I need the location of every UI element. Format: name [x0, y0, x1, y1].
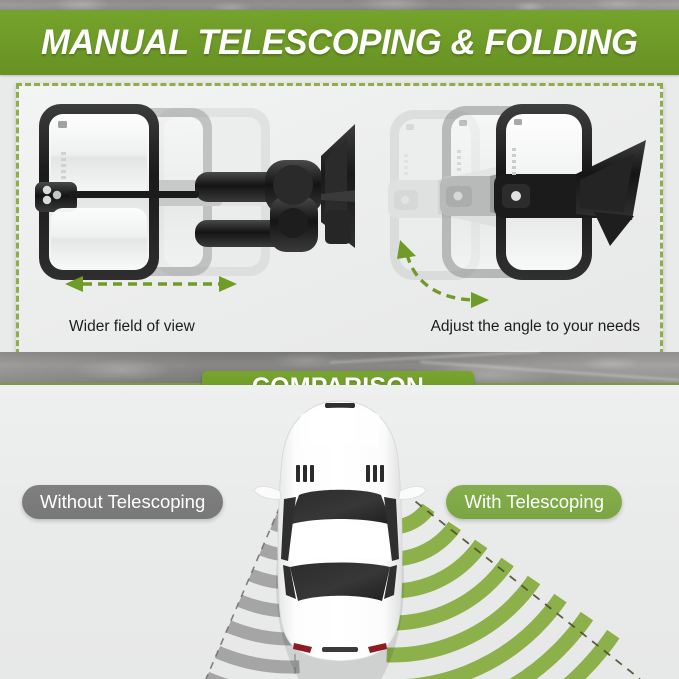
- hood-vent-left: [296, 465, 314, 482]
- right-caption: Adjust the angle to your needs: [430, 318, 640, 335]
- windshield: [288, 489, 392, 525]
- rear-side-right: [384, 565, 397, 599]
- feature-panel: Wider field of view: [16, 83, 663, 355]
- rear-side-left: [283, 565, 296, 599]
- wider-view-arrow-icon: [65, 276, 237, 292]
- asphalt-texture-top: [0, 0, 679, 11]
- mirror-fold-dots: [512, 148, 516, 175]
- telescoping-mirror-illustration: [35, 104, 355, 280]
- rear-bumper-vent: [322, 647, 358, 652]
- side-mirror-left: [253, 485, 282, 500]
- header-title: MANUAL TELESCOPING & FOLDING: [41, 22, 638, 62]
- side-window-left: [281, 497, 296, 561]
- left-caption: Wider field of view: [69, 318, 195, 335]
- with-telescoping-text: With Telescoping: [464, 491, 604, 512]
- feature-panel-inner: Wider field of view: [19, 86, 660, 352]
- tail-light-left: [293, 643, 312, 653]
- car-roof: [290, 523, 390, 561]
- side-mirror-right: [398, 485, 427, 500]
- right-beam-boundary: [391, 482, 641, 679]
- mirror-fold-main: [494, 104, 646, 280]
- field-of-view-diagram: [205, 400, 668, 679]
- without-telescoping-label: Without Telescoping: [22, 485, 224, 519]
- rear-window: [290, 562, 390, 601]
- with-telescoping-label: With Telescoping: [446, 485, 622, 519]
- mirror-indicator-dots: [61, 152, 66, 179]
- car-top-view: [253, 400, 427, 679]
- side-window-right: [384, 497, 399, 561]
- adjust-angle-arrow-icon: [397, 240, 489, 308]
- header-banner: MANUAL TELESCOPING & FOLDING: [0, 10, 679, 75]
- left-beam-boundary: [205, 482, 291, 679]
- without-telescoping-text: Without Telescoping: [40, 491, 206, 512]
- mirror-main-extended: [35, 104, 199, 280]
- comparison-scene: Without Telescoping With Telescoping: [0, 385, 679, 679]
- folding-mirror-illustration: [388, 104, 646, 280]
- tail-light-right: [368, 643, 387, 653]
- hood-vent-right: [366, 465, 384, 482]
- mirror-mount-arm: [195, 124, 355, 252]
